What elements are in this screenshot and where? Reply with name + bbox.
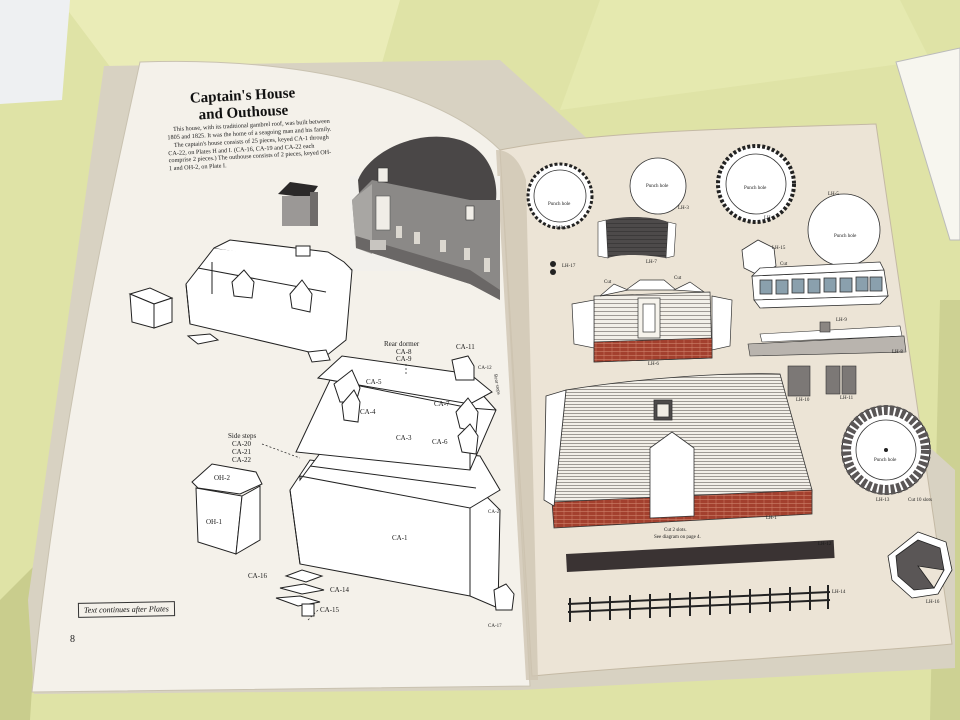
label-lh9: LH-9	[836, 318, 847, 323]
label-ca22: CA-22	[232, 456, 252, 464]
label-punch-hole-lh13: Punch hole	[874, 458, 897, 463]
label-ca8: CA-8	[396, 348, 412, 356]
lh2-sunburst-piece	[526, 162, 594, 230]
loose-paper-sheet	[895, 47, 960, 241]
outhouse-photo	[278, 182, 318, 226]
label-punch-hole-lh2: Punch hole	[548, 202, 571, 207]
label-ca6: CA-6	[432, 438, 448, 446]
label-ca7: CA-7	[434, 400, 450, 408]
leader-lines	[261, 364, 407, 621]
label-cut-10-slots: Cut 10 slots	[908, 498, 932, 503]
label-ca20: CA-20	[232, 440, 252, 448]
label-lh13: LH-13	[876, 498, 890, 503]
label-lh17: LH-17	[562, 264, 576, 269]
captains-house-photo	[350, 136, 500, 300]
label-ca21: CA-21	[232, 448, 252, 456]
label-ca16: CA-16	[248, 572, 268, 580]
exploded-assembly-diagram	[191, 355, 515, 617]
page-number: 8	[70, 634, 75, 645]
lh16-cupola-roof-piece	[887, 531, 953, 599]
label-lh11: LH-11	[840, 396, 854, 401]
label-cut-1: Cut	[604, 280, 612, 285]
label-lh5: LH-5	[828, 192, 839, 197]
label-lh7: LH-7	[646, 260, 657, 265]
lh17-piece	[550, 261, 556, 275]
label-ca12: CA-12	[478, 366, 492, 371]
label-side-steps: Side steps	[228, 432, 257, 440]
label-ca15: CA-15	[320, 606, 340, 614]
label-ca2: CA-2	[488, 510, 500, 515]
intro-text: This house, with its traditional gambrel…	[167, 118, 334, 174]
label-punch-hole-lh5: Punch hole	[834, 234, 857, 239]
loose-paper-sheet	[0, 0, 70, 104]
label-ca4: CA-4	[360, 408, 376, 416]
label-lh2: LH-2	[556, 226, 567, 231]
lh3-circle-piece	[629, 157, 687, 215]
lh13-ring-piece	[841, 405, 931, 495]
lh7-shingle-piece	[597, 216, 677, 259]
label-lh3: LH-3	[678, 206, 689, 211]
label-ca14: CA-14	[330, 586, 350, 594]
label-ca17: CA-17	[488, 624, 502, 629]
label-lh15: LH-15	[772, 246, 786, 251]
text-continues-note: Text continues after Plates	[77, 601, 175, 618]
label-ca9: CA-9	[396, 355, 412, 363]
label-punch-hole-lh3: Punch hole	[646, 184, 669, 189]
label-lh10: LH-10	[796, 398, 810, 403]
cloth-fold	[60, 0, 400, 80]
lh14-fence-piece	[567, 585, 831, 622]
label-ca3: CA-3	[396, 434, 412, 442]
label-lh14: LH-14	[832, 590, 846, 595]
lh1-roof-piece	[543, 373, 813, 529]
label-punch-hole-lh4: Punch hole	[744, 186, 767, 191]
lh6-front-facade-piece	[571, 279, 733, 363]
lh9-lh8-trim-pieces	[747, 321, 907, 357]
label-oh2: OH-2	[214, 474, 230, 482]
label-lh12: LH-12	[818, 542, 832, 547]
label-lh16: LH-16	[926, 600, 940, 605]
label-ca11: CA-11	[456, 343, 475, 351]
lh15-lantern-piece	[741, 239, 889, 309]
lh10-lh11-pieces	[787, 365, 857, 397]
label-cut-3: Cut	[780, 262, 788, 267]
gutter-shadow	[496, 150, 538, 680]
cloth-fold	[560, 0, 930, 110]
label-lh4: LH-4	[764, 216, 775, 221]
label-lh1: LH-1	[766, 516, 777, 521]
label-lh6: LH-6	[648, 362, 659, 367]
label-ca1: CA-1	[392, 534, 408, 542]
lh5-circle-piece	[807, 193, 881, 267]
lh12-bar-piece	[566, 539, 835, 572]
label-lh8: LH-8	[892, 350, 903, 355]
label-ca5: CA-5	[366, 378, 382, 386]
label-oh1: OH-1	[206, 518, 222, 526]
assembled-house-diagram	[128, 239, 353, 363]
label-cut-2: Cut	[674, 276, 682, 281]
label-see-diagram: See diagram on page 4.	[654, 535, 701, 540]
label-cut-2-slots: Cut 2 slots.	[664, 528, 687, 533]
lh4-sunburst-piece	[716, 144, 796, 224]
label-rear-dormer: Rear dormer	[384, 340, 420, 348]
